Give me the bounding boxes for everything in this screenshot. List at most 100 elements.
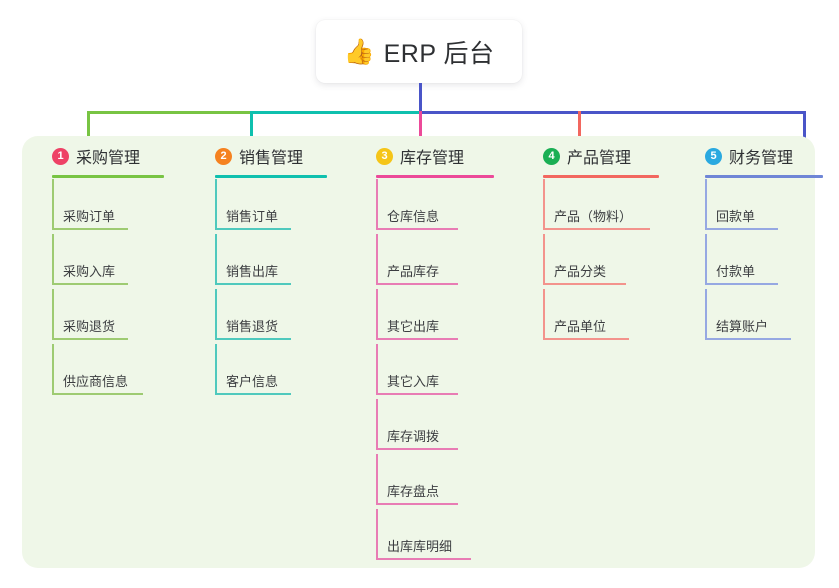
branch-items-3: 仓库信息 产品库存 其它出库 其它入库 库存调拨 [358,179,528,564]
list-item[interactable]: 产品单位 [525,289,695,344]
branch-column-purchasing: 1 采购管理 采购订单 采购入库 采购退货 供应商信息 [34,142,194,399]
stub-connector-4 [578,111,581,148]
item-rule [376,448,458,450]
branch-header-1[interactable]: 1 采购管理 [34,142,194,170]
stub-connector-5 [803,111,806,148]
item-stem [376,289,378,340]
item-rule [52,393,143,395]
item-rule [705,228,778,230]
branch-rule-5 [705,175,823,178]
list-item[interactable]: 产品分类 [525,234,695,289]
list-item[interactable]: 产品库存 [358,234,528,289]
item-stem [215,344,217,395]
branch-badge-2: 2 [215,147,232,165]
list-item[interactable]: 库存调拨 [358,399,528,454]
item-rule [376,393,458,395]
item-stem [215,289,217,340]
item-stem [376,344,378,395]
list-item[interactable]: 销售退货 [197,289,357,344]
item-label: 库存盘点 [387,484,440,499]
item-label: 产品分类 [554,264,607,279]
branch-items-5: 回款单 付款单 结算账户 [687,179,839,344]
branch-column-sales: 2 销售管理 销售订单 销售出库 销售退货 客户信息 [197,142,357,399]
branch-header-5[interactable]: 5 财务管理 [687,142,839,170]
stub-connector-3 [419,111,422,148]
branch-badge-3: 3 [376,147,393,165]
item-label: 结算账户 [716,319,769,334]
list-item[interactable]: 销售出库 [197,234,357,289]
branch-badge-4: 4 [543,147,560,165]
list-item[interactable]: 回款单 [687,179,839,234]
list-item[interactable]: 其它出库 [358,289,528,344]
item-stem [376,179,378,230]
list-item[interactable]: 付款单 [687,234,839,289]
list-item[interactable]: 销售订单 [197,179,357,234]
branch-column-product: 4 产品管理 产品（物料） 产品分类 产品单位 [525,142,695,344]
item-stem [705,179,707,230]
item-rule [376,338,458,340]
branch-rule-2 [215,175,327,178]
list-item[interactable]: 采购入库 [34,234,194,289]
item-rule [376,228,458,230]
branch-rule-4 [543,175,659,178]
branches-panel [22,136,815,568]
item-rule [543,228,650,230]
item-rule [52,228,128,230]
branch-header-4[interactable]: 4 产品管理 [525,142,695,170]
item-rule [705,283,778,285]
list-item[interactable]: 客户信息 [197,344,357,399]
list-item[interactable]: 产品（物料） [525,179,695,234]
root-node-title: ERP 后台 [383,39,495,68]
item-label: 库存调拨 [387,429,440,444]
item-rule [215,338,291,340]
item-stem [376,234,378,285]
branch-header-3[interactable]: 3 库存管理 [358,142,528,170]
item-stem [543,179,545,230]
item-label: 销售订单 [226,209,279,224]
item-label: 其它出库 [387,319,440,334]
thumbs-up-icon: 👍 [343,38,375,66]
item-stem [52,344,54,395]
branch-rule-3 [376,175,494,178]
list-item[interactable]: 出库库明细 [358,509,528,564]
list-item[interactable]: 结算账户 [687,289,839,344]
item-label: 出库库明细 [387,539,453,554]
list-item[interactable]: 库存盘点 [358,454,528,509]
item-stem [376,454,378,505]
stub-connector-2 [250,111,253,148]
item-label: 产品（物料） [554,209,633,224]
item-stem [705,289,707,340]
branch-title-4: 产品管理 [567,150,632,167]
list-item[interactable]: 采购订单 [34,179,194,234]
item-stem [52,234,54,285]
item-stem [543,234,545,285]
trunk-connector [419,83,422,114]
root-node-card[interactable]: 👍 ERP 后台 [316,20,522,83]
item-stem [543,289,545,340]
bus-segment-blue [420,111,806,114]
item-label: 采购订单 [63,209,116,224]
item-rule [52,283,128,285]
list-item[interactable]: 供应商信息 [34,344,194,399]
item-stem [52,289,54,340]
item-label: 产品库存 [387,264,440,279]
branch-title-5: 财务管理 [729,150,794,167]
list-item[interactable]: 其它入库 [358,344,528,399]
item-rule [215,228,291,230]
list-item[interactable]: 采购退货 [34,289,194,344]
item-stem [52,179,54,230]
item-rule [376,283,458,285]
item-stem [376,399,378,450]
branch-header-2[interactable]: 2 销售管理 [197,142,357,170]
bus-segment-green [87,111,250,114]
item-rule [52,338,128,340]
branch-title-2: 销售管理 [239,150,304,167]
item-label: 付款单 [716,264,756,279]
list-item[interactable]: 仓库信息 [358,179,528,234]
branch-column-finance: 5 财务管理 回款单 付款单 结算账户 [687,142,839,344]
item-rule [543,283,626,285]
branch-badge-5: 5 [705,147,722,165]
branch-column-inventory: 3 库存管理 仓库信息 产品库存 其它出库 其它入库 [358,142,528,564]
item-label: 产品单位 [554,319,607,334]
